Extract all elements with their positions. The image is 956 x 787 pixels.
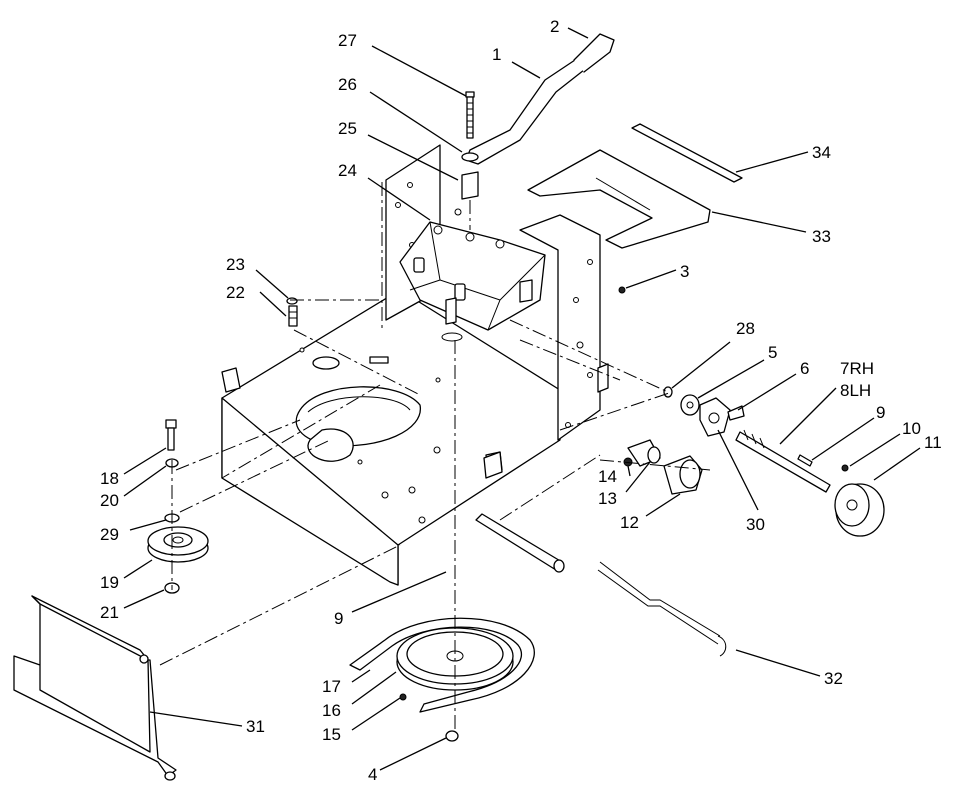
pin-stub	[483, 451, 503, 479]
callout-32: 32	[824, 669, 843, 688]
guard-31	[13, 595, 177, 781]
callout-29: 29	[100, 525, 119, 544]
callout-15: 15	[322, 725, 341, 744]
washer-23	[286, 297, 298, 305]
right-upright	[519, 214, 609, 441]
callout-18: 18	[100, 469, 119, 488]
idler-pulley-19	[147, 526, 209, 563]
callout-25: 25	[338, 119, 357, 138]
washer-4	[445, 730, 459, 742]
callout-9-right: 9	[876, 403, 885, 422]
callout-19: 19	[100, 573, 119, 592]
washer-26	[461, 152, 479, 162]
callout-12: 12	[620, 513, 639, 532]
callout-27: 27	[338, 31, 357, 50]
callout-10: 10	[902, 419, 921, 438]
callout-9-center: 9	[334, 609, 343, 628]
belt-17	[349, 617, 535, 713]
callout-16: 16	[322, 701, 341, 720]
block-25	[461, 171, 479, 200]
callout-31: 31	[246, 717, 265, 736]
callout-23: 23	[226, 255, 245, 274]
bracket-33	[527, 149, 711, 249]
bolt-18	[165, 419, 177, 451]
callout-11: 11	[924, 433, 942, 452]
callout-labels: 1 2 3 4 5 6 7RH 8LH 9 9 10 11 12 13 14 1…	[100, 17, 942, 784]
callout-1: 1	[492, 45, 501, 64]
callout-34: 34	[812, 143, 831, 162]
callout-6: 6	[800, 359, 809, 378]
axle-assembly	[663, 386, 885, 537]
bolt-22	[288, 305, 298, 327]
spacer-12	[663, 455, 703, 495]
callout-26: 26	[338, 75, 357, 94]
steering-lever-1	[465, 33, 615, 165]
bushing-13	[627, 439, 661, 467]
callout-17: 17	[322, 677, 341, 696]
callout-21: 21	[100, 603, 119, 622]
frame-plate	[221, 289, 561, 586]
callout-14: 14	[598, 467, 617, 486]
callout-33: 33	[812, 227, 831, 246]
bolt-27	[465, 91, 475, 139]
callout-28: 28	[736, 319, 755, 338]
callout-5: 5	[768, 343, 777, 362]
callout-3: 3	[680, 262, 689, 281]
callout-30: 30	[746, 515, 765, 534]
callout-7rh: 7RH	[840, 359, 874, 378]
callout-24: 24	[338, 161, 357, 180]
callout-8lh: 8LH	[840, 381, 871, 400]
callout-13: 13	[598, 489, 617, 508]
callout-22: 22	[226, 283, 245, 302]
key-15	[399, 693, 407, 701]
leader-lines	[123, 27, 921, 771]
pulley-16	[396, 627, 514, 691]
nut-3	[618, 286, 626, 294]
callout-2: 2	[550, 17, 559, 36]
gearbox-24	[399, 208, 546, 342]
alignment-lines	[159, 182, 711, 730]
strip-34	[631, 123, 743, 183]
callout-20: 20	[100, 491, 119, 510]
callout-4: 4	[368, 765, 377, 784]
rod-32	[475, 513, 727, 657]
